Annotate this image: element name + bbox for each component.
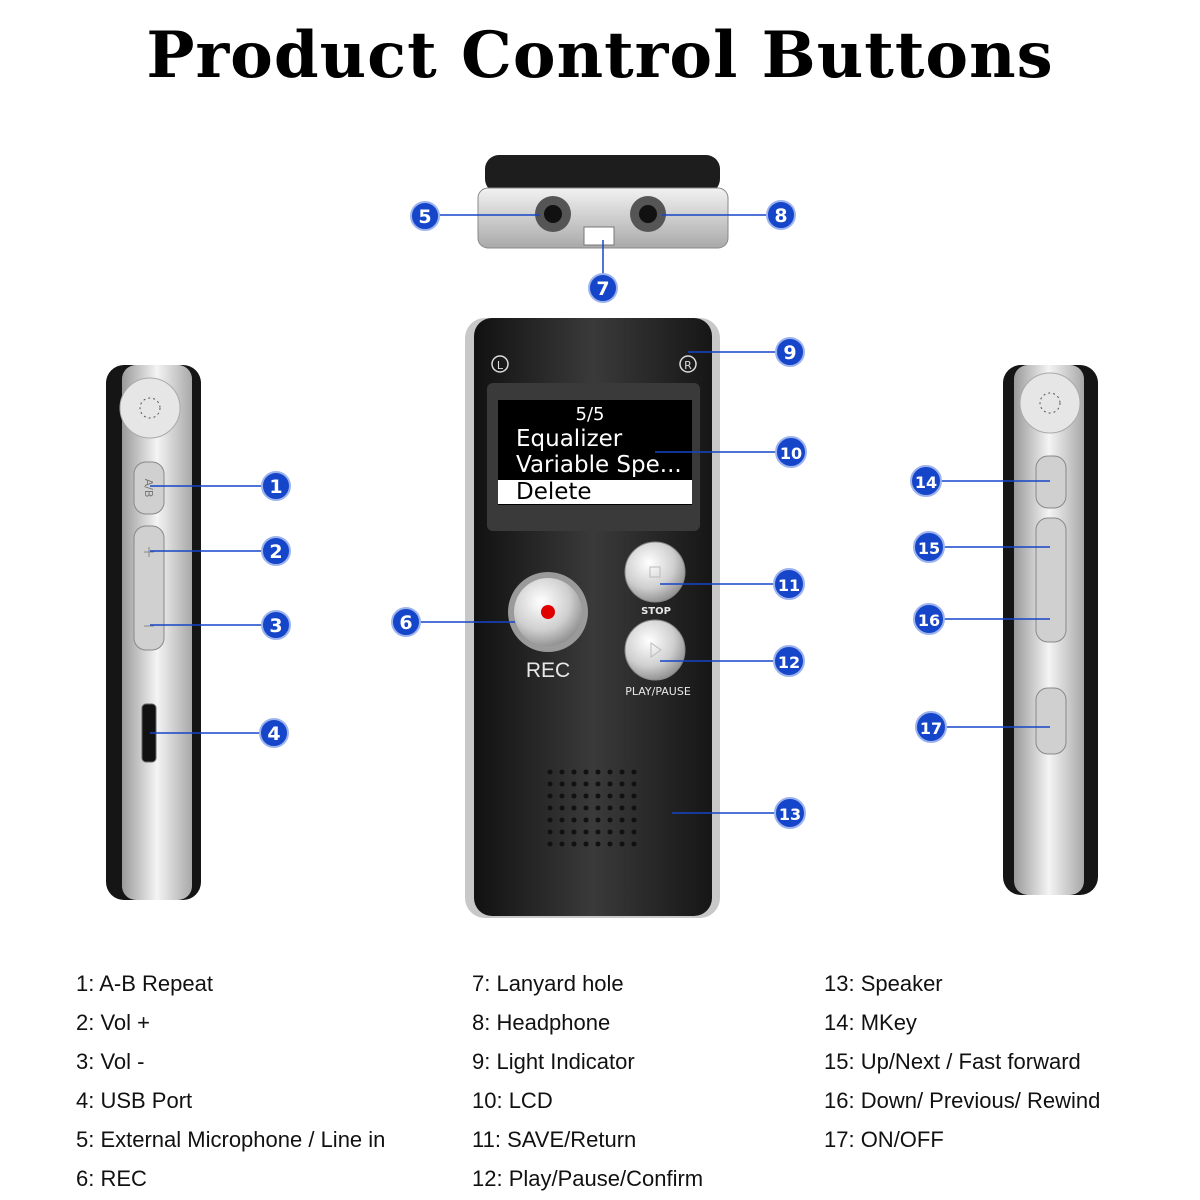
callout-7: 7 [588, 273, 618, 303]
ab-label: A/B [142, 479, 155, 498]
legend-item: 6: REC [76, 1166, 147, 1191]
callout-number: 7 [596, 278, 609, 300]
legend-item: 12: Play/Pause/Confirm [472, 1166, 704, 1191]
rec-label: REC [526, 659, 570, 682]
legend-column-2: 7: Lanyard hole 8: Headphone 9: Light In… [472, 964, 703, 1198]
lcd-line: Equalizer [516, 426, 623, 452]
callout-8: 8 [766, 200, 796, 230]
legend-column-3: 13: Speaker 14: MKey 15: Up/Next / Fast … [824, 964, 1100, 1159]
volume-rocker[interactable] [133, 525, 165, 651]
callout-number: 17 [920, 719, 942, 738]
callout-number: 10 [780, 444, 802, 463]
legend-item: 1: A-B Repeat [76, 971, 213, 996]
lcd-line: Variable Spe... [516, 452, 682, 478]
callout-12: 12 [773, 645, 805, 677]
callout-lines [150, 214, 1050, 814]
callout-6: 6 [391, 607, 421, 637]
play-pause-button[interactable] [624, 619, 686, 681]
left-mic-icon [119, 377, 181, 439]
callout-number: 8 [774, 205, 787, 227]
right-side-view [1003, 365, 1098, 895]
callout-15: 15 [913, 531, 945, 563]
legend-item: 9: Light Indicator [472, 1049, 635, 1074]
callout-number: 13 [779, 805, 801, 824]
legend-item: 17: ON/OFF [824, 1127, 944, 1152]
legend-item: 14: MKey [824, 1010, 917, 1035]
callout-4: 4 [259, 718, 289, 748]
callout-11: 11 [773, 568, 805, 600]
play-pause-label: PLAY/PAUSE [625, 685, 691, 698]
indicator-r-label: R [684, 359, 692, 372]
top-view [477, 155, 729, 249]
callout-badges: 1 2 3 4 5 6 7 8 9 10 11 12 13 14 15 16 1… [259, 200, 947, 829]
next-prev-rocker[interactable] [1035, 517, 1067, 643]
right-mic-icon [1019, 372, 1081, 434]
legend-item: 11: SAVE/Return [472, 1127, 637, 1152]
ab-repeat-button[interactable] [133, 461, 165, 515]
top-body [485, 155, 720, 193]
legend-column-1: 1: A-B Repeat 2: Vol + 3: Vol - 4: USB P… [76, 964, 385, 1198]
callout-13: 13 [774, 797, 806, 829]
callout-number: 5 [418, 206, 431, 228]
callout-14: 14 [910, 465, 942, 497]
legend-item: 16: Down/ Previous/ Rewind [824, 1088, 1101, 1113]
callout-number: 11 [778, 576, 800, 595]
legend-item: 13: Speaker [824, 971, 943, 996]
callout-1: 1 [261, 471, 291, 501]
callout-9: 9 [775, 337, 805, 367]
callout-5: 5 [410, 201, 440, 231]
callout-number: 2 [269, 541, 282, 563]
legend-item: 7: Lanyard hole [472, 971, 624, 996]
indicator-l-label: L [497, 359, 504, 372]
callout-3: 3 [261, 610, 291, 640]
left-side-view: A/B [106, 365, 201, 900]
callout-number: 4 [267, 723, 280, 745]
callout-number: 16 [918, 611, 940, 630]
legend-item: 8: Headphone [472, 1010, 611, 1035]
light-indicator-left [491, 355, 509, 373]
callout-number: 6 [399, 612, 412, 634]
callout-number: 12 [778, 653, 800, 672]
power-switch[interactable] [1035, 687, 1067, 755]
rec-dot-icon [541, 605, 555, 619]
stop-label: STOP [641, 606, 671, 617]
stop-button[interactable] [624, 541, 686, 603]
callout-number: 15 [918, 539, 940, 558]
front-view: L R 5/5 Equalizer Variable Spe... Delete… [465, 318, 720, 918]
callout-number: 1 [269, 476, 282, 498]
legend-item: 4: USB Port [76, 1088, 193, 1113]
callout-16: 16 [913, 603, 945, 635]
stop-icon [649, 566, 661, 578]
lanyard-hole [583, 226, 615, 246]
legend-item: 15: Up/Next / Fast forward [824, 1049, 1081, 1074]
lcd-selected-row [498, 480, 692, 504]
callout-17: 17 [915, 711, 947, 743]
speaker-grille [547, 769, 637, 847]
callout-10: 10 [775, 436, 807, 468]
callout-number: 3 [269, 615, 282, 637]
light-indicator-right [679, 355, 697, 373]
callout-2: 2 [261, 536, 291, 566]
callout-number: 14 [915, 473, 937, 492]
mkey-button[interactable] [1035, 455, 1067, 509]
legend-item: 3: Vol - [76, 1049, 145, 1074]
callout-number: 9 [783, 342, 796, 364]
legend-item: 10: LCD [472, 1088, 553, 1113]
legend-item: 5: External Microphone / Line in [76, 1127, 386, 1152]
page-title: Product Control Buttons [146, 18, 1054, 93]
play-icon [650, 642, 662, 658]
lcd-line: 5/5 [576, 404, 605, 425]
lcd-line-selected: Delete [516, 479, 592, 505]
legend-item: 2: Vol + [76, 1010, 151, 1035]
